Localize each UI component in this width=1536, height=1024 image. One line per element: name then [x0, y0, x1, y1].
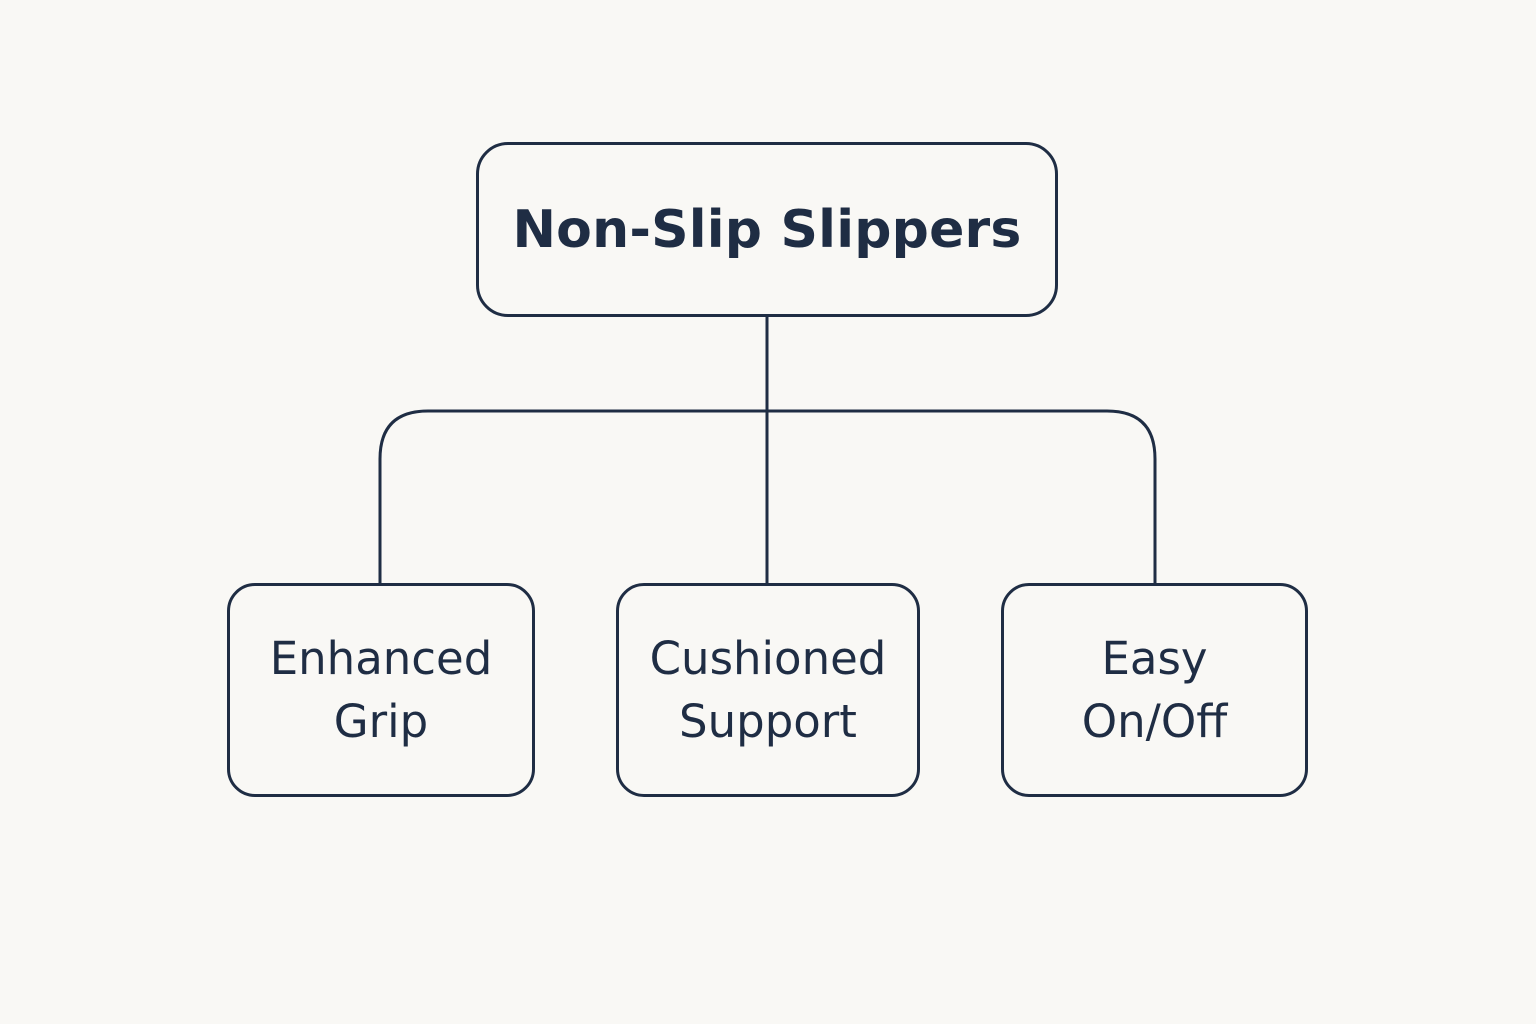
child-node-label: Easy On/Off [1082, 627, 1228, 753]
root-node-label: Non-Slip Slippers [512, 199, 1022, 260]
child-node-label-line2: Support [679, 695, 857, 748]
connector-branch-left [378, 409, 769, 585]
child-node-label-line1: Enhanced [269, 632, 493, 685]
child-node-label-line1: Easy [1101, 632, 1208, 685]
child-node-label: Enhanced Grip [270, 627, 493, 753]
root-node: Non-Slip Slippers [476, 142, 1058, 317]
child-node-label: Cushioned Support [650, 627, 887, 753]
child-node-label-line2: Grip [333, 695, 429, 748]
child-node-label-line1: Cushioned [649, 632, 887, 685]
child-node-easy-on-off: Easy On/Off [1001, 583, 1308, 797]
child-node-enhanced-grip: Enhanced Grip [227, 583, 535, 797]
child-node-label-line2: On/Off [1081, 695, 1228, 748]
connector-branch-right [765, 409, 1157, 585]
child-node-cushioned-support: Cushioned Support [616, 583, 920, 797]
